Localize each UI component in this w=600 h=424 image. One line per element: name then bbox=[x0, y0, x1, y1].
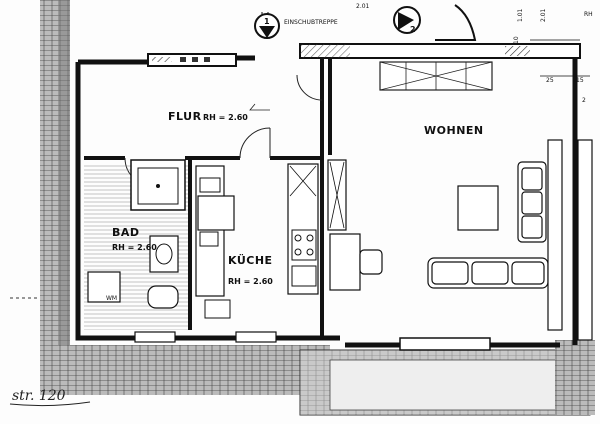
wohnen-window-bottom bbox=[399, 337, 491, 351]
svg-text:2: 2 bbox=[410, 25, 416, 34]
page-note: str. 120 bbox=[12, 388, 66, 404]
svg-text:WM: WM bbox=[106, 295, 117, 302]
stove bbox=[291, 229, 317, 261]
view-marker-1: 1 bbox=[254, 13, 280, 39]
interior-walls bbox=[84, 58, 332, 338]
room-height-bad: RH = 2.60 bbox=[112, 243, 157, 252]
toilet bbox=[147, 285, 179, 309]
room-height-flur: RH = 2.60 bbox=[203, 113, 248, 122]
room-name-kueche: KÜCHE bbox=[228, 253, 273, 267]
dimension-side-b: 25 bbox=[546, 77, 554, 84]
kitchen-counter-right bbox=[287, 163, 319, 295]
room-name-wohnen: WOHNEN bbox=[424, 124, 484, 137]
kitchen-counter-left bbox=[195, 165, 225, 297]
dimension-side-a: 10 bbox=[513, 36, 520, 44]
view-marker-2: 2 bbox=[393, 6, 421, 34]
washbasin bbox=[149, 235, 179, 273]
terrace-left bbox=[40, 345, 330, 395]
stair-label: EINSCHUBTREPPE bbox=[284, 19, 338, 26]
corner-label: RH bbox=[584, 11, 593, 18]
washing-machine bbox=[87, 271, 121, 303]
living-furniture bbox=[329, 139, 563, 331]
room-name-bad: BAD bbox=[112, 226, 140, 239]
dimension-top-a: 2.01 bbox=[356, 3, 370, 10]
dimension-top-b: 1.01 bbox=[517, 8, 524, 22]
dimension-side-d: 2 bbox=[582, 97, 586, 104]
room-height-kueche: RH = 2.60 bbox=[228, 277, 273, 286]
svg-text:1: 1 bbox=[264, 17, 270, 26]
dimension-top-c: 2.01 bbox=[540, 8, 547, 22]
dimension-side-c: 15 bbox=[576, 77, 584, 84]
room-name-flur: FLUR bbox=[168, 110, 202, 123]
